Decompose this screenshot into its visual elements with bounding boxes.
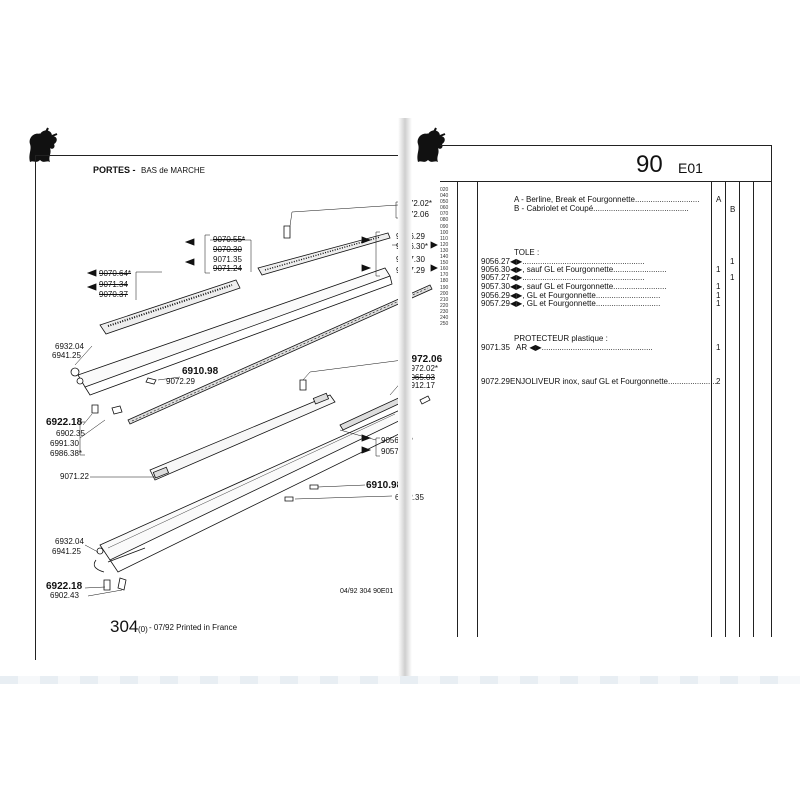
footer-page-number: 304	[110, 617, 139, 636]
part-label-9071-22: 9071.22	[60, 472, 89, 481]
variant-a-code: A	[716, 195, 722, 204]
row-qty: 1	[716, 282, 721, 291]
footer-printed: - 07/92 Printed in France	[149, 623, 238, 632]
part-label-9070-37: 9070.37	[99, 290, 128, 299]
part-label-6932-04-upper: 6932.04	[55, 342, 84, 351]
row-qty: 1	[716, 291, 721, 300]
lion-logo-left	[29, 127, 58, 162]
part-label-6986-38: 6986.38*	[50, 449, 83, 458]
row-ref: 9056.29	[481, 291, 510, 300]
part-label-9072-29: 9072.29	[166, 377, 195, 386]
row-ref: 9071.35	[481, 343, 510, 352]
row-ref: 9056.27	[481, 257, 510, 266]
row-desc: ◀▶, sauf GL et Fourgonnette.............…	[510, 282, 667, 291]
left-frame-top	[35, 155, 403, 156]
section-tole: TOLE :	[514, 248, 540, 257]
variant-b-code: B	[730, 205, 736, 214]
part-label-6922-18-upper: 6922.18	[46, 417, 83, 428]
col-line-right	[771, 145, 772, 637]
part-label-9056-30: 9056.30*	[396, 242, 429, 251]
part-label-6922-18-lower: 6922.18	[46, 581, 83, 592]
part-label-6972-02-top: 6972.02*	[400, 199, 433, 208]
row-desc: ◀▶......................................…	[510, 273, 645, 282]
right-page-code: E01	[678, 160, 703, 176]
row-qty-b: 1	[730, 257, 735, 266]
row-desc: ENJOLIVEUR inox, sauf GL et Fourgonnette…	[510, 377, 717, 386]
col-line-qty	[711, 182, 712, 637]
col-line-a	[725, 182, 726, 637]
row-desc: ◀▶......................................…	[510, 257, 645, 266]
part-label-9071-35: 9071.35	[213, 255, 242, 264]
book-gutter	[398, 118, 412, 680]
part-label-6972-06-top: 6972.06	[400, 210, 429, 219]
part-label-6972-06-mid: 6972.06	[406, 354, 443, 365]
footer-code: 04/92 304 90E01	[340, 588, 394, 595]
part-label-9071-24: 9071.24	[213, 264, 242, 273]
part-label-9070-30: 9070.30	[213, 245, 242, 254]
variant-a-text: A - Berline, Break et Fourgonnette......…	[514, 195, 700, 204]
row-ref: 9057.29	[481, 299, 510, 308]
part-label-9057-27: 9057.27	[381, 447, 410, 456]
section-protecteur: PROTECTEUR plastique :	[514, 334, 608, 343]
page-bottom-edge	[0, 676, 800, 684]
part-label-6932-04-lower: 6932.04	[55, 537, 84, 546]
row-desc: ◀▶, sauf GL et Fourgonnette.............…	[510, 265, 667, 274]
part-label-9056-27: 9056.27*	[381, 437, 413, 445]
col-line-desc	[477, 182, 478, 637]
part-label-9070-64: 9070.64*	[99, 269, 132, 278]
part-label-6902-35-upper: 6902.35	[56, 429, 85, 438]
row-desc: AR ◀▶...................................…	[516, 343, 653, 352]
right-page-number: 90	[636, 151, 663, 178]
part-label-6941-25-upper: 6941.25	[52, 351, 81, 360]
part-label-6991-30: 6991.30	[50, 439, 79, 448]
part-label-6902-43: 6902.43	[50, 591, 79, 600]
part-label-6972-02-mid: 6972.02*	[406, 364, 439, 373]
row-qty: 1	[716, 265, 721, 274]
row-ref: 9056.30	[481, 265, 510, 274]
col-line-b	[739, 182, 740, 637]
row-qty-b: 1	[730, 273, 735, 282]
row-qty: 1	[716, 343, 721, 352]
part-label-6910-98-upper: 6910.98	[182, 366, 219, 377]
part-label-9070-55: 9070.55*	[213, 235, 246, 244]
part-label-6910-98-lower: 6910.98	[366, 480, 403, 491]
row-desc: ◀▶, GL et Fourgonnette..................…	[510, 291, 661, 300]
col-line-c	[753, 182, 754, 637]
col-line-refs	[457, 182, 458, 637]
row-qty: 2	[716, 377, 721, 386]
row-ref: 9072.29	[481, 377, 510, 386]
part-label-6941-25-lower: 6941.25	[52, 547, 81, 556]
parts-diagram	[70, 201, 438, 597]
row-ref: 9057.30	[481, 282, 510, 291]
footer-revision: (0)	[138, 625, 148, 634]
part-label-8912-17: 8912.17	[406, 381, 435, 390]
row-desc: ◀▶, GL et Fourgonnette..................…	[510, 299, 661, 308]
part-label-9071-34: 9071.34	[99, 280, 128, 289]
right-frame-bottom	[440, 181, 772, 182]
left-frame-left	[35, 155, 36, 660]
lion-logo-right	[417, 127, 446, 162]
row-ref: 9057.27	[481, 273, 510, 282]
variant-b-text: B - Cabriolet et Coupé..................…	[514, 204, 689, 213]
section-subtitle: BAS de MARCHE	[141, 166, 206, 175]
left-page	[0, 118, 405, 680]
part-label-9065-03: 9065.03	[406, 373, 435, 382]
right-frame-top	[440, 145, 772, 146]
section-title: PORTES -	[93, 165, 136, 175]
row-qty: 1	[716, 299, 721, 308]
